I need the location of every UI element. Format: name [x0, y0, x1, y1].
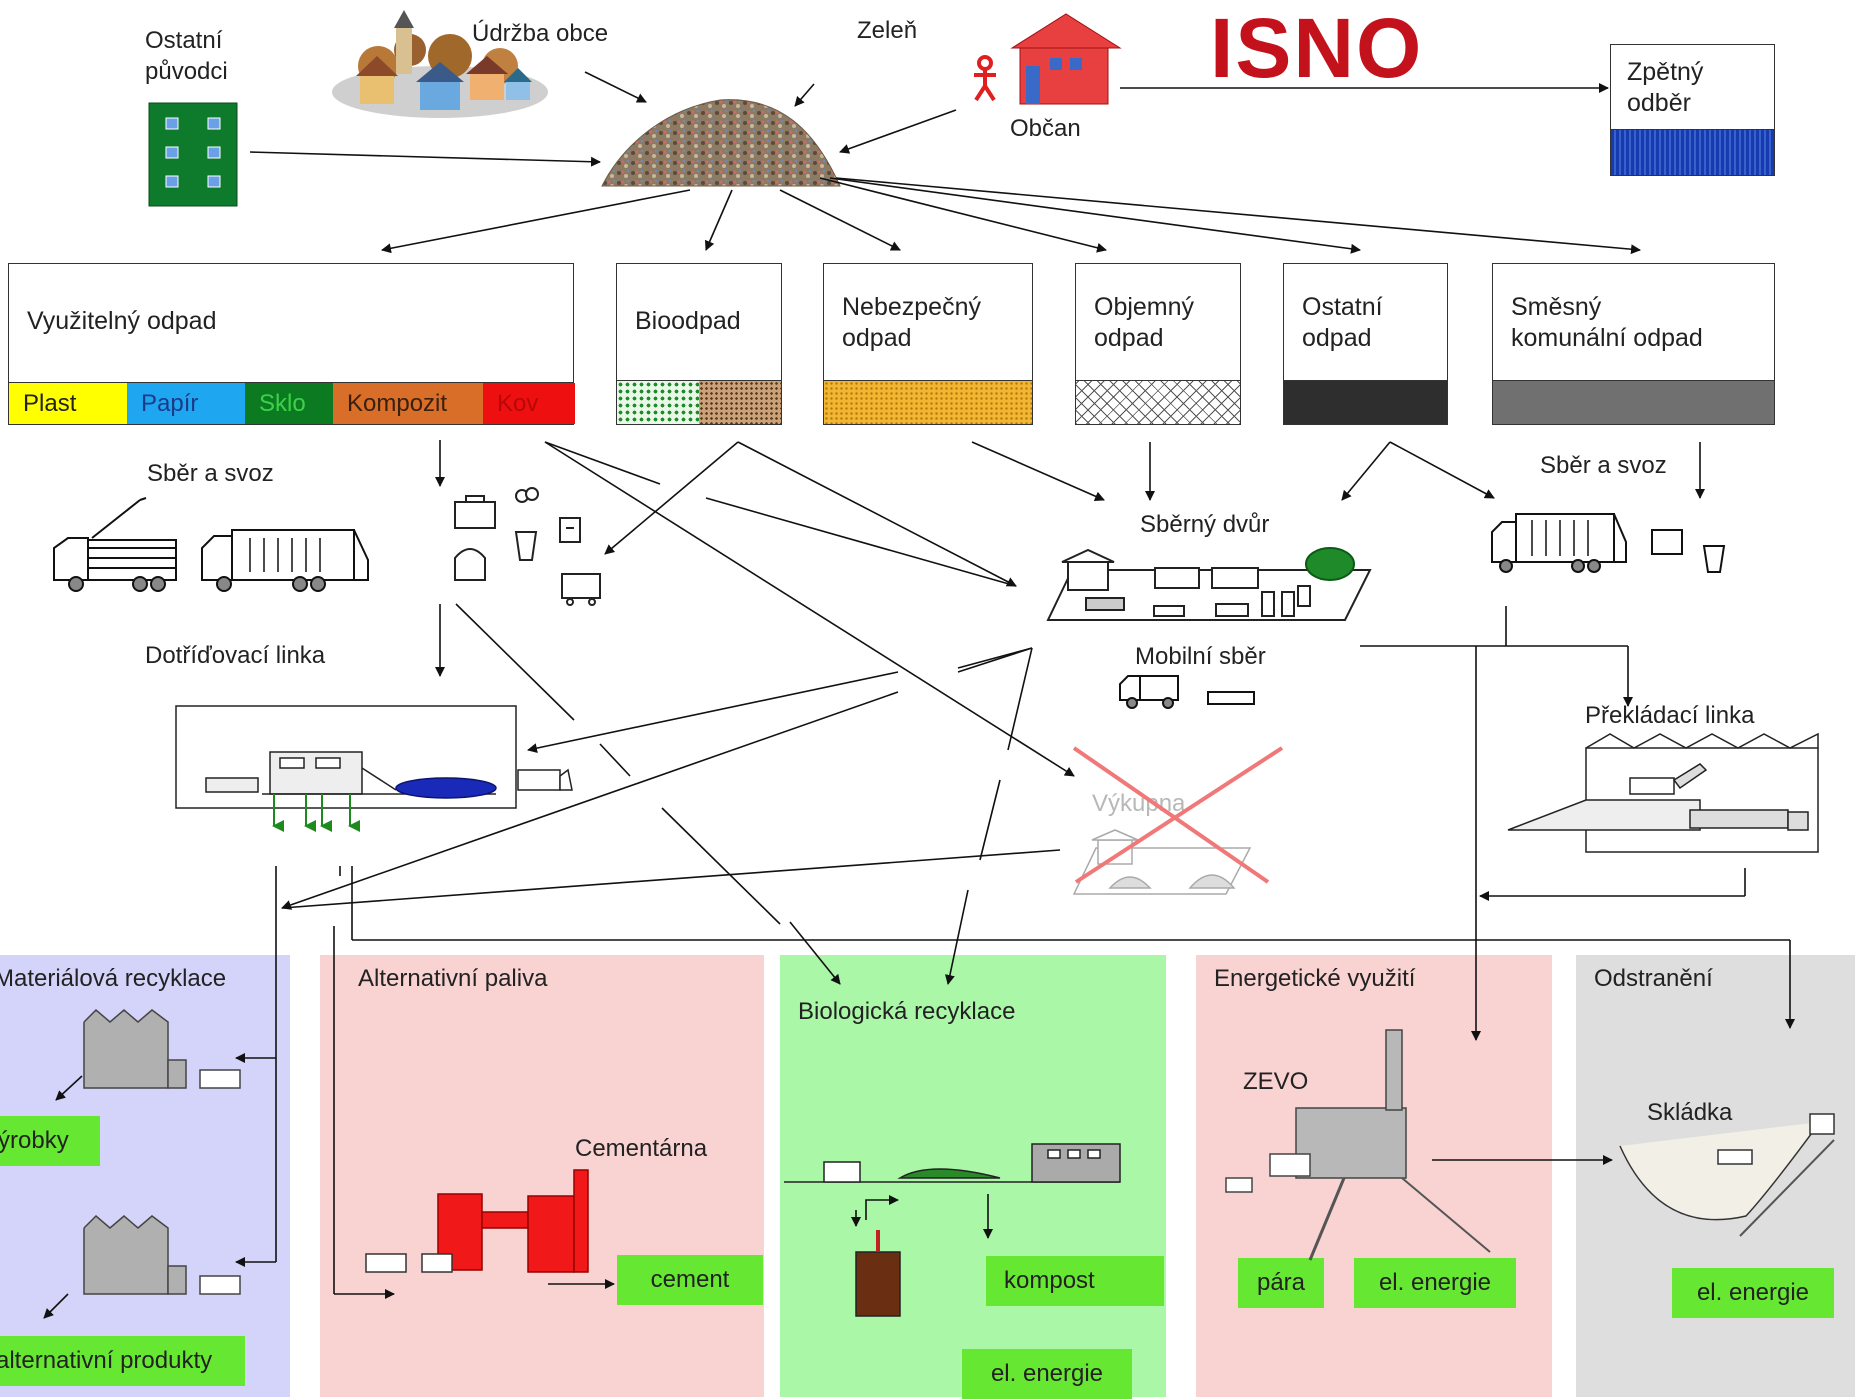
collect-left-label: Sběr a svoz: [147, 460, 274, 487]
zone-alternative-fuels: Alternativní paliva: [320, 955, 764, 1397]
zevo-plant-icon: [1225, 1029, 1491, 1261]
garbage-truck-icon: [201, 529, 369, 592]
landfill-label: Skládka: [1647, 1099, 1733, 1126]
other-producers-building-icon: [148, 102, 238, 207]
hazardous-pattern: [824, 380, 1032, 424]
category-bio-label: Bioodpad: [635, 307, 741, 335]
bulky-pattern: [1076, 380, 1240, 424]
bio-plant-icon: [784, 1143, 1121, 1317]
category-bulky-label: Objemný odpad: [1094, 293, 1195, 352]
mixed-collection-truck-icon: [1491, 513, 1726, 573]
take-back-pattern: [1611, 129, 1774, 175]
zone-material-title: Materiálová recyklace: [0, 965, 227, 992]
transfer-line-label: Překládací linka: [1585, 702, 1755, 729]
factory-alt-products-icon: [83, 1214, 241, 1295]
collection-yard-label: Sběrný dvůr: [1140, 511, 1270, 538]
landfill-icon: [1619, 1113, 1835, 1237]
category-hazardous-label: Nebezpečný odpad: [842, 293, 981, 352]
citizen-label: Občan: [1010, 115, 1081, 142]
transfer-line-icon: [1507, 732, 1819, 853]
cement-plant-icon: [365, 1169, 589, 1273]
output-products: Výrobky: [0, 1116, 100, 1166]
sorting-line-label: Dotříďovací linka: [145, 642, 326, 669]
greenery-label: Zeleň: [857, 17, 918, 44]
waste-heap-icon: [601, 99, 841, 187]
category-bulky-waste: Objemný odpad: [1075, 263, 1241, 425]
mobile-collection-label: Mobilní sběr: [1135, 643, 1266, 670]
zevo-label: ZEVO: [1243, 1068, 1309, 1095]
output-bio-energy: el. energie: [962, 1349, 1132, 1399]
bio-pattern-green: [617, 380, 699, 424]
output-alt-products: alternativní produkty: [0, 1336, 245, 1386]
output-steam: pára: [1238, 1258, 1324, 1308]
category-hazardous-waste: Nebezpečný odpad: [823, 263, 1033, 425]
zone-bio-title: Biologická recyklace: [798, 998, 1016, 1025]
other-producers-label: Ostatní původci: [145, 27, 228, 85]
category-usable-label: Využitelný odpad: [27, 307, 217, 335]
collection-yard-icon: [1046, 547, 1372, 621]
flow-arrows: [43, 71, 1795, 1319]
category-other-waste: Ostatní odpad: [1283, 263, 1448, 425]
category-bio-waste: Bioodpad: [616, 263, 782, 425]
bio-pattern-brown: [699, 380, 781, 424]
mixed-pattern: [1493, 380, 1774, 424]
zone-energy-title: Energetické využití: [1214, 965, 1416, 992]
isno-title: ISNO: [1210, 1, 1424, 95]
output-cement: cement: [617, 1255, 763, 1305]
collect-right-label: Sběr a svoz: [1540, 452, 1667, 479]
municipal-maintenance-label: Údržba obce: [472, 20, 609, 47]
category-mixed-label: Směsný komunální odpad: [1511, 293, 1703, 352]
crane-truck-icon: [53, 497, 177, 592]
cement-plant-label: Cementárna: [575, 1135, 708, 1162]
mobile-collection-icon: [1119, 675, 1255, 709]
containers-icon: [454, 487, 601, 606]
zone-fuels-title: Alternativní paliva: [358, 965, 548, 992]
fraction-glass: Sklo: [245, 383, 333, 424]
category-mixed-waste: Směsný komunální odpad: [1492, 263, 1775, 425]
buyback-cross-icon: [1072, 746, 1284, 884]
citizen-person-icon: [974, 55, 996, 102]
buyback-icon: [1072, 829, 1252, 895]
fraction-strip: Plast Papír Sklo Kompozit Kov: [8, 382, 575, 425]
fraction-composite: Kompozit: [333, 383, 483, 424]
sorting-output-arrows: [272, 794, 360, 832]
fraction-plast: Plast: [9, 383, 127, 424]
output-zevo-energy: el. energie: [1354, 1258, 1516, 1308]
factory-products-icon: [83, 1008, 241, 1089]
take-back-label: Zpětný odběr: [1627, 58, 1704, 117]
citizen-house-icon: [1010, 13, 1122, 105]
take-back-box: Zpětný odběr: [1610, 44, 1775, 176]
zone-disposal-title: Odstranění: [1594, 965, 1713, 992]
category-other-label: Ostatní odpad: [1302, 293, 1383, 352]
sorting-line-icon: [175, 705, 573, 809]
other-pattern: [1284, 380, 1447, 424]
output-landfill-energy: el. energie: [1672, 1268, 1834, 1318]
fraction-metal: Kov: [483, 383, 575, 424]
fraction-paper: Papír: [127, 383, 245, 424]
output-compost: kompost: [986, 1256, 1164, 1306]
village-icon: [332, 10, 548, 118]
